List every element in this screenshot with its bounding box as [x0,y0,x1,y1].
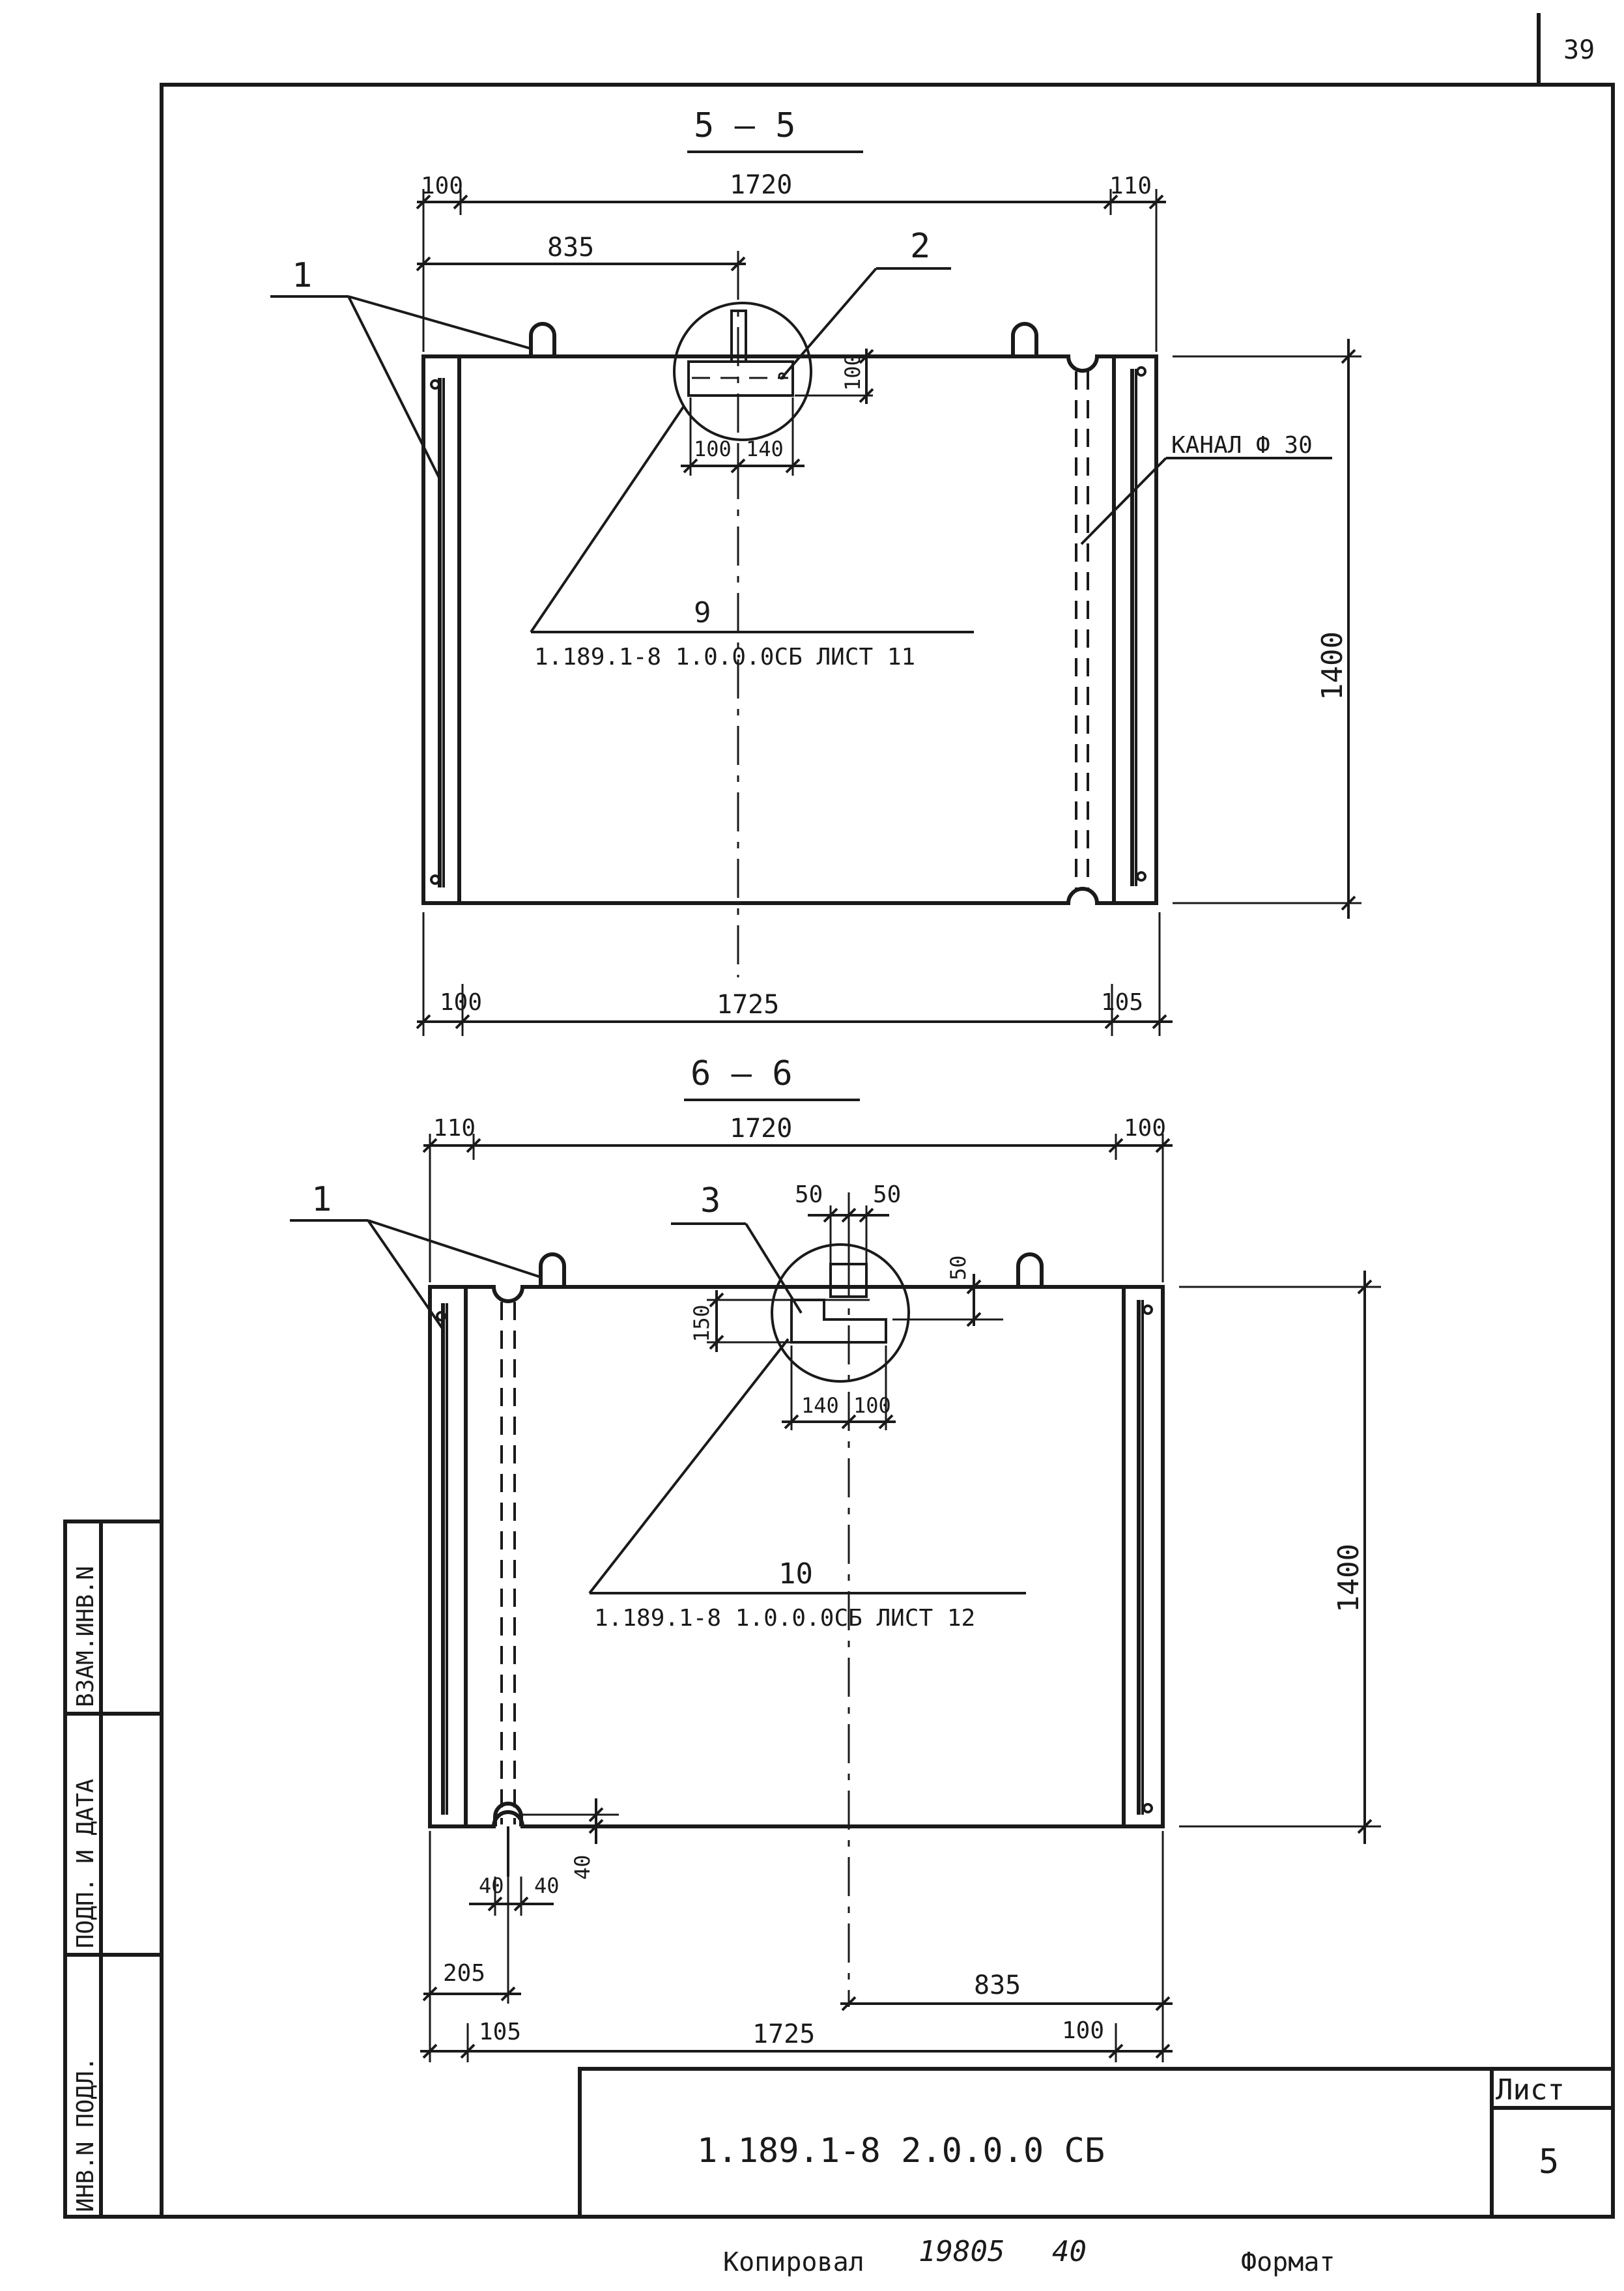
detail-circle-9 [673,302,812,441]
detail-ref-9: 9 1.189.1-8 1.0.0.0СБ ЛИСТ 11 [530,405,974,670]
detail-ref-10-text: 1.189.1-8 1.0.0.0СБ ЛИСТ 12 [594,1605,975,1632]
label-2: 2 [910,227,930,266]
footer: Копировал 19805 40 Формат [723,2235,1335,2277]
stamp-replaced-inv: ВЗАМ.ИНВ.N [72,1566,99,1707]
dim-5-110-right: 110 [1109,173,1152,199]
lifting-loop-6-right [1016,1252,1044,1287]
lifting-loop-6-left [539,1252,566,1287]
dim-6-40-b: 40 [534,1873,560,1898]
section-6-6: 6 — 6 [290,1054,1381,2062]
handwritten-page: 40 [1052,2235,1087,2268]
side-stamp: ИНВ.N ПОДЛ. ПОДП. И ДАТА ВЗАМ.ИНВ.N [63,1520,164,2219]
dims-6-top: 110 1720 100 [422,1114,1173,1282]
dim-6-105: 105 [479,2019,521,2045]
dim-6-205: 205 [443,1960,485,1987]
label-1-leader-5: 1 [270,256,532,480]
sheet-label: Лист [1496,2073,1565,2107]
section-6-title: 6 — 6 [691,1054,793,1093]
dim-6-50-c: 50 [946,1255,971,1280]
dim-5-105-bottom: 105 [1101,989,1143,1016]
detail-ref-10-number: 10 [778,1557,813,1591]
label-1-5: 1 [292,256,312,295]
copied-label: Копировал [723,2247,864,2277]
dims-6-notch: 40 40 40 [469,1798,619,1916]
dims-5-height: 1400 [1173,339,1361,919]
label-1-leader-6: 1 [290,1180,541,1331]
dims-5-bottom: 100 1725 105 [416,912,1173,1036]
dims-6-height: 1400 [1179,1271,1381,1844]
handwritten-number: 19805 [919,2235,1004,2268]
stamp-inv-original: ИНВ.N ПОДЛ. [72,2057,99,2212]
dim-6-40-a: 40 [479,1873,504,1898]
dim-6-110-left: 110 [433,1115,476,1142]
dim-5-1725: 1725 [717,990,779,1020]
detail-ref-10: 10 1.189.1-8 1.0.0.0СБ ЛИСТ 12 [588,1338,1026,1632]
dim-5-small-140: 140 [746,437,784,461]
page-number: 39 [1563,35,1595,65]
dim-6-150: 150 [689,1304,714,1342]
dim-5-835: 835 [547,233,594,263]
section-5-5: 5 — 5 [270,106,1361,1036]
label-3: 3 [700,1181,720,1220]
dims-5-notch: 100 100 140 [681,349,874,476]
format-label: Формат [1241,2247,1335,2277]
dim-6-50-a: 50 [795,1181,823,1208]
sheet-number: 5 [1539,2142,1559,2182]
dim-6-100-bottom: 100 [1062,2017,1104,2044]
channel-label-leader: КАНАЛ Ф 30 [1080,432,1332,545]
label-1-6: 1 [311,1180,332,1219]
dim-6-1725: 1725 [752,2019,815,2049]
section-5-title: 5 — 5 [694,106,796,145]
detail-ref-9-text: 1.189.1-8 1.0.0.0СБ ЛИСТ 11 [534,644,915,670]
dim-5-100-bottom: 100 [440,989,482,1016]
panel-5-outline [421,354,1158,905]
dim-5-1400: 1400 [1316,631,1349,700]
label-3-leader: 3 [671,1181,803,1314]
label-2-leader: 2 [780,227,951,379]
channel-label: КАНАЛ Ф 30 [1171,432,1313,459]
panel-6-outline [428,1285,1165,1828]
detail-ref-9-number: 9 [694,596,711,629]
dim-5-1720: 1720 [730,170,792,200]
dim-6-100-right: 100 [1124,1115,1166,1142]
dims-6-bottom: 205 835 105 1725 100 [420,1831,1173,2062]
dim-6-1720: 1720 [730,1114,792,1144]
dim-5-100-left: 100 [421,173,463,199]
dim-6-40-vert: 40 [570,1854,595,1880]
stamp-signature-date: ПОДП. И ДАТА [72,1779,99,1948]
dim-6-140: 140 [801,1393,839,1418]
dim-6-1400: 1400 [1332,1544,1365,1613]
dim-6-835: 835 [974,1970,1021,2000]
dim-6-small-100: 100 [853,1393,891,1418]
dim-5-small-100: 100 [694,437,732,461]
lifting-loop-5-left [529,322,556,356]
dims-6-detail: 50 50 50 150 140 100 [689,1181,1003,1430]
dim-6-50-b: 50 [873,1181,901,1208]
drawing-frame: 39 [160,13,1615,2219]
title-block: Лист 5 1.189.1-8 2.0.0.0 СБ [578,2067,1615,2219]
dims-5-top: 100 1720 110 835 [416,170,1166,352]
document-code: 1.189.1-8 2.0.0.0 СБ [697,2131,1105,2170]
lifting-loop-5-right [1011,322,1038,356]
dim-5-notch-100: 100 [840,353,865,391]
detail-circle-10 [771,1243,910,1383]
